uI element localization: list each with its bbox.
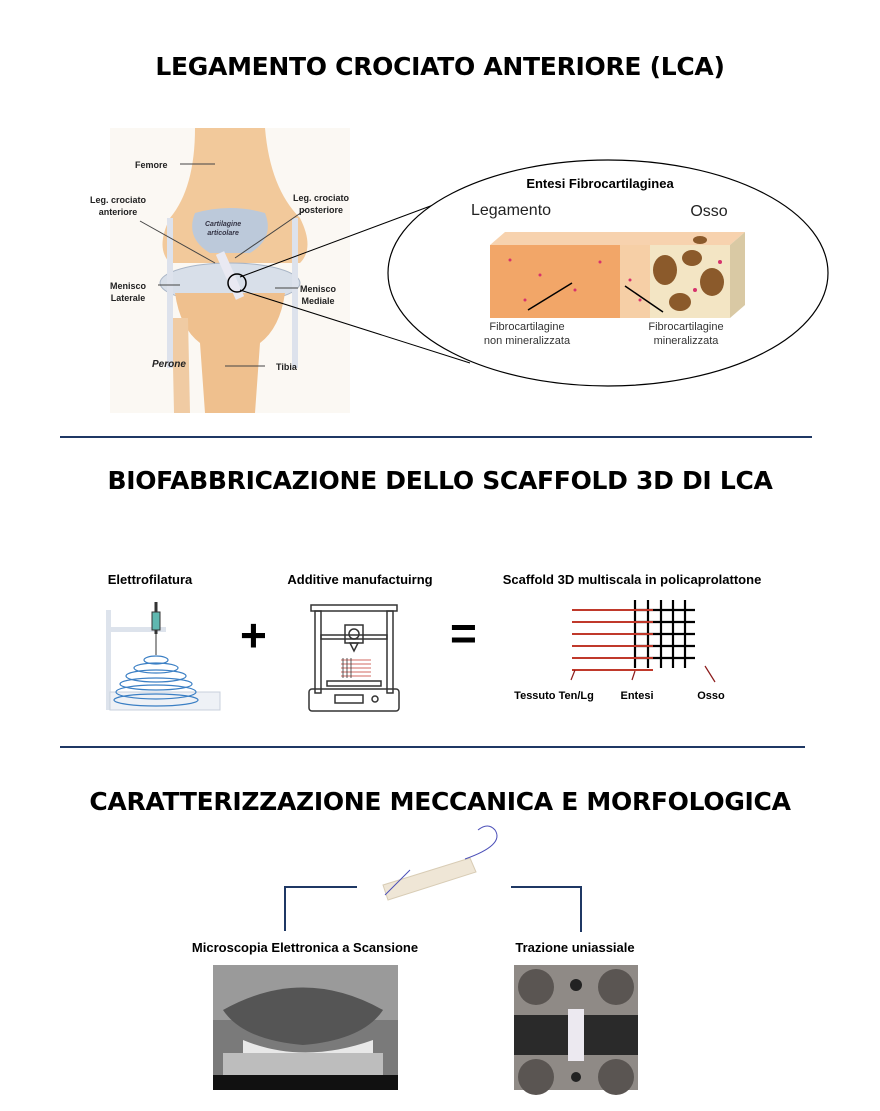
tensile-test-image <box>514 965 638 1095</box>
characterization-tree <box>284 825 582 932</box>
enthesis-bone-label: Osso <box>690 203 728 220</box>
enthesis-block <box>490 232 745 318</box>
label-lcp-line2: posteriore <box>299 205 344 215</box>
section-title-characterization: CARATTERIZZAZIONE MECCANICA E MORFOLOGIC… <box>89 787 791 816</box>
label-bone: Osso <box>697 690 725 702</box>
label-cart-line2: articolare <box>207 230 239 237</box>
label-mineralized: Fibrocartilagine mineralizzata <box>648 320 723 348</box>
label-sem: Microscopia Elettronica a Scansione <box>191 940 419 955</box>
divider-2 <box>60 746 805 748</box>
label-nonmineralized: Fibrocartilagine non mineralizzata <box>484 320 570 348</box>
label-lcp: Leg. crociato posteriore <box>293 192 349 216</box>
knee-drawing <box>110 128 350 413</box>
sem-image <box>213 965 398 1090</box>
label-nonmin-line1: Fibrocartilagine <box>489 321 565 333</box>
3d-printer-icon <box>308 604 400 712</box>
label-femore: Femore <box>135 160 168 170</box>
knee-illustration <box>100 128 360 413</box>
label-lca-line1: Leg. crociato <box>90 195 147 205</box>
label-scaffold: Scaffold 3D multiscala in policaprolatto… <box>502 572 762 587</box>
plus-sign: + <box>240 609 267 661</box>
label-electrospinning: Elettrofilatura <box>107 572 193 587</box>
label-nonmin-line2: non mineralizzata <box>483 335 571 347</box>
scaffold-diagram <box>570 600 716 683</box>
enthesis-callout <box>239 159 829 387</box>
scaffold-sample-photo <box>382 825 498 901</box>
enthesis-title: Entesi Fibrocartilaginea <box>526 176 674 191</box>
electrospinning-icon <box>106 602 221 711</box>
equals-sign: = <box>450 607 477 659</box>
label-tibia: Tibia <box>276 362 297 372</box>
label-menlat-line1: Menisco <box>110 281 147 291</box>
label-lcp-line1: Leg. crociato <box>293 193 350 203</box>
label-lca: Leg. crociato anteriore <box>90 194 146 218</box>
section-title-biofabrication: BIOFABBRICAZIONE DELLO SCAFFOLD 3D DI LC… <box>107 466 773 495</box>
label-menmed-line2: Mediale <box>301 296 335 306</box>
label-cartilagine: Cartilagine articolare <box>205 220 241 238</box>
label-additive-manufacturing: Additive manufactuirng <box>287 572 433 587</box>
enthesis-ligament-label: Legamento <box>470 202 552 219</box>
label-tensile: Trazione uniassiale <box>515 940 635 955</box>
label-min-line1: Fibrocartilagine <box>648 321 724 333</box>
label-menlat-line2: Laterale <box>110 293 146 303</box>
section-title-lca: LEGAMENTO CROCIATO ANTERIORE (LCA) <box>155 52 725 81</box>
label-cart-line1: Cartilagine <box>205 221 242 228</box>
label-enthesis: Entesi <box>620 690 654 702</box>
label-perone: Perone <box>152 359 186 370</box>
divider-1 <box>60 436 812 438</box>
label-min-line2: mineralizzata <box>653 335 719 347</box>
label-lca-line2: anteriore <box>98 207 138 217</box>
label-menmed-line1: Menisco <box>300 284 337 294</box>
label-tendon-tissue: Tessuto Ten/Lg <box>514 690 594 702</box>
